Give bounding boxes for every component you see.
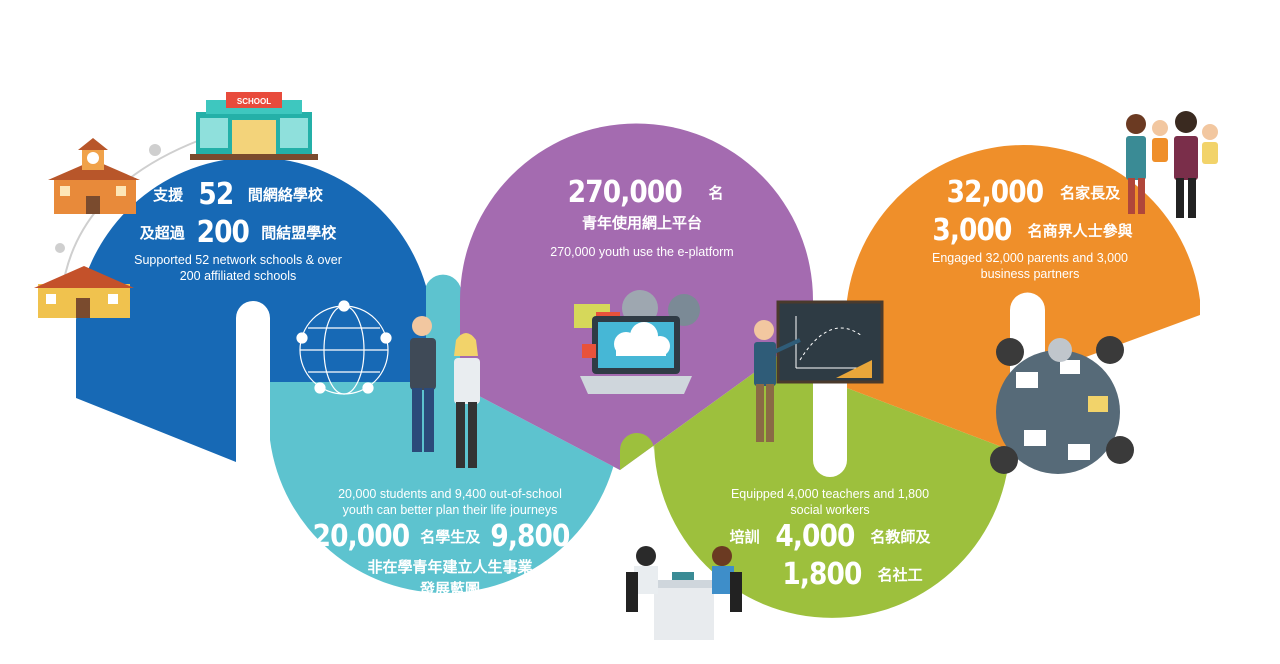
blue-zh-suffix: 間網絡學校 bbox=[247, 186, 323, 204]
orange-stat-parents: 32,000 bbox=[946, 175, 1044, 210]
green-en-line1: Equipped 4,000 teachers and 1,800 bbox=[730, 487, 930, 501]
orange-text-block: 32,000 名家長及 3,000 名商界人士參與 Engaged 32,000… bbox=[898, 174, 1162, 282]
purple-zh-line2: 青年使用網上平台 bbox=[581, 214, 702, 233]
teal-zh-students: 名學生及 bbox=[420, 528, 481, 546]
purple-zh-unit: 名 bbox=[708, 184, 724, 202]
blue-en-line2: 200 affiliated schools bbox=[179, 269, 297, 284]
orange-zh-line2: 名商界人士參與 bbox=[1027, 222, 1133, 241]
family-icon bbox=[1126, 111, 1218, 218]
teacher-blackboard-icon bbox=[754, 300, 884, 442]
green-zh-teachers: 名教師及 bbox=[870, 528, 931, 546]
teal-en-line2: youth can better plan their life journey… bbox=[342, 503, 558, 517]
blue-en-line1: Supported 52 network schools & over bbox=[134, 253, 342, 268]
orange-stat-business: 3,000 bbox=[932, 213, 1013, 249]
blue-segment bbox=[76, 157, 426, 463]
green-segment bbox=[620, 330, 1010, 618]
green-zh-social-workers: 名社工 bbox=[877, 566, 923, 585]
network-globe-icon bbox=[296, 300, 392, 395]
orange-en-line2: business partners bbox=[980, 267, 1080, 282]
blue-zh-prefix2: 及超過 bbox=[139, 224, 185, 243]
teal-text-block: 20,000 students and 9,400 out-of-school … bbox=[300, 486, 600, 600]
teal-stat-students: 20,000 bbox=[312, 519, 410, 554]
purple-stat-youth: 270,000 bbox=[568, 175, 683, 210]
blue-zh-prefix: 支援 bbox=[153, 186, 184, 204]
blue-text-block: 支援 52 間網絡學校 及超過 200 間結盟學校 Supported 52 n… bbox=[108, 176, 368, 284]
teal-zh-line2: 非在學青年建立人生事業 bbox=[367, 558, 533, 577]
school-building-icon: SCHOOL bbox=[190, 92, 318, 160]
green-zh-prefix: 培訓 bbox=[729, 528, 760, 546]
green-text-block: Equipped 4,000 teachers and 1,800 social… bbox=[700, 486, 960, 594]
laptop-cloud-icon bbox=[574, 290, 700, 394]
green-stat-social-workers: 1,800 bbox=[782, 557, 863, 593]
orange-en-line1: Engaged 32,000 parents and 3,000 bbox=[931, 251, 1128, 266]
school-house-icon bbox=[34, 266, 134, 318]
green-en-line2: social workers bbox=[790, 503, 870, 517]
teal-segment bbox=[270, 274, 620, 593]
blue-stat-affiliated: 200 bbox=[196, 215, 250, 251]
teal-en-line1: 20,000 students and 9,400 out-of-school bbox=[338, 487, 562, 501]
students-icon bbox=[410, 316, 480, 468]
teal-zh-line3: 發展藍圖 bbox=[419, 580, 480, 599]
orange-segment bbox=[847, 145, 1200, 450]
orange-zh-line1: 名家長及 bbox=[1060, 184, 1121, 202]
school-sign-label: SCHOOL bbox=[237, 97, 271, 106]
meeting-table-icon bbox=[990, 336, 1134, 474]
purple-text-block: 270,000 名 青年使用網上平台 270,000 youth use the… bbox=[506, 174, 778, 260]
school-house-icon bbox=[48, 138, 140, 214]
green-stat-teachers: 4,000 bbox=[775, 519, 855, 554]
blue-stat-schools: 52 bbox=[198, 177, 234, 212]
purple-en: 270,000 youth use the e-platform bbox=[550, 245, 734, 260]
blue-zh-suffix2: 間結盟學校 bbox=[261, 224, 337, 243]
teal-zh-unit: 名 bbox=[579, 528, 595, 546]
counselling-desk-icon bbox=[626, 546, 742, 640]
teal-stat-youth: 9,800 bbox=[490, 519, 570, 554]
